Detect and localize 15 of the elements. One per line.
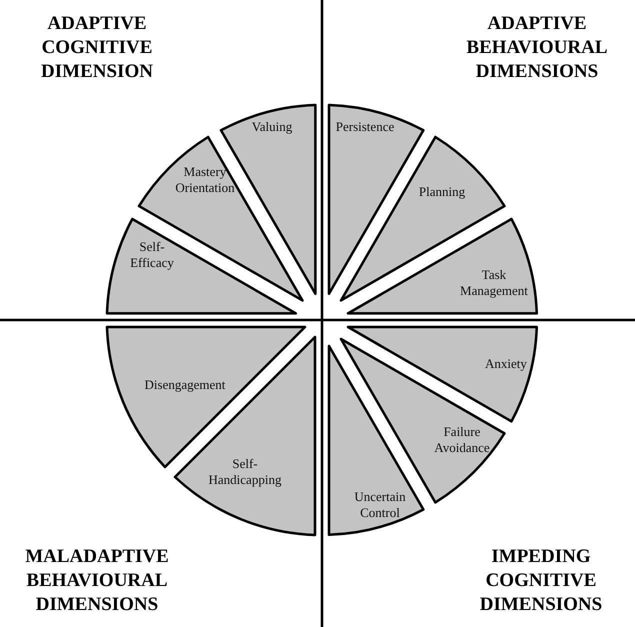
quadrant-heading: IMPEDING COGNITIVE DIMENSIONS <box>478 545 604 616</box>
segment-label: Uncertain Control <box>353 488 407 522</box>
quadrant-heading: MALADAPTIVE BEHAVIOURAL DIMENSIONS <box>24 545 170 616</box>
segment-label: Self-Efficacy <box>129 238 175 272</box>
segment-label: Persistence <box>334 118 396 136</box>
segment-label: Anxiety <box>484 356 528 372</box>
segment-label: Task Management <box>459 266 529 300</box>
quadrant-heading: ADAPTIVE BEHAVIOURAL DIMENSIONS <box>465 12 609 84</box>
segment-label: Failure Avoidance <box>433 424 491 456</box>
segment-label: Valuing <box>250 118 294 136</box>
segment-label: Disengagement <box>144 376 226 394</box>
quadrant-heading: ADAPTIVE COGNITIVE DIMENSION <box>40 12 154 84</box>
segment-label: Self-Handicapping <box>208 456 282 488</box>
segment-label: Planning <box>418 184 466 200</box>
segment-label: Mastery Orientation <box>174 164 236 196</box>
